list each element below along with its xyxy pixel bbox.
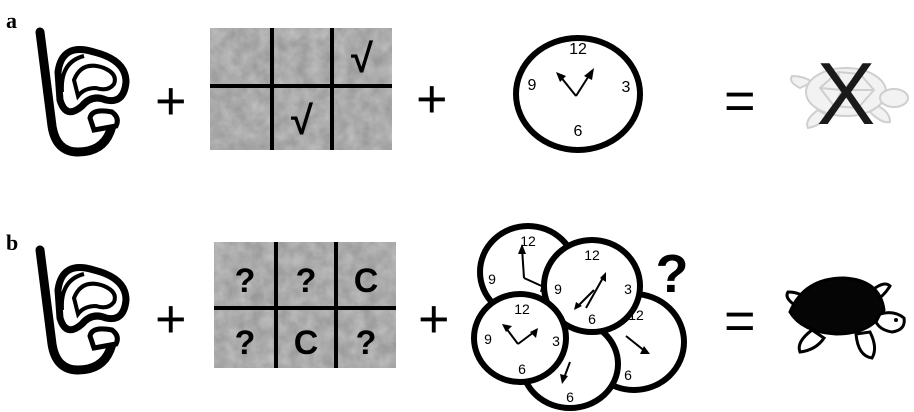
- cross-mark: X: [817, 44, 876, 143]
- question-mark: ?: [356, 324, 377, 362]
- check-mark: √: [351, 37, 374, 81]
- plus-operator: +: [416, 69, 448, 129]
- clock-number: 3: [624, 281, 632, 297]
- turtle-eye: [894, 318, 898, 322]
- panel-b: b + ? ? C ? C ? + 12 9: [0, 200, 914, 412]
- clock-number: 6: [566, 389, 574, 405]
- plus-operator: +: [155, 289, 187, 349]
- grid-texture: [210, 28, 392, 150]
- texture-grid: ? ? C ? C ?: [214, 242, 396, 368]
- plus-operator: +: [418, 289, 450, 349]
- clock-stack: 12 9 12 6 6 12 3 6 9: [471, 223, 689, 411]
- question-mark: ?: [656, 244, 689, 304]
- grid-texture: [214, 242, 396, 368]
- clock-number: 3: [552, 333, 560, 349]
- check-mark: √: [291, 99, 314, 143]
- c-mark: C: [354, 262, 379, 300]
- equals-operator: =: [724, 291, 756, 351]
- clock-number: 9: [554, 281, 562, 297]
- clock-number: 12: [514, 301, 530, 317]
- snorkel-mask-icon: [35, 245, 130, 375]
- turtle-icon-crossed: X: [790, 44, 909, 143]
- clock-icon: 12 3 6 9: [513, 35, 643, 153]
- clock-number: 6: [574, 123, 583, 140]
- hand-arrowhead: [584, 68, 594, 80]
- clock-number: 9: [484, 331, 492, 347]
- panel-label: a: [6, 8, 17, 33]
- clock-number: 9: [528, 77, 537, 94]
- clock-number: 6: [518, 361, 526, 377]
- hour-hand: [559, 75, 577, 97]
- clock-number: 9: [488, 271, 496, 287]
- clock-number: 3: [622, 79, 631, 96]
- hand-arrowhead: [556, 72, 566, 82]
- panel-a: a + √ √ + 12 3 6 9: [0, 0, 914, 200]
- question-mark: ?: [296, 262, 317, 300]
- plus-operator: +: [155, 71, 187, 131]
- clock-icon: 12 3 6 9: [541, 237, 643, 335]
- turtle-flipper: [854, 330, 877, 360]
- turtle-icon: [785, 276, 906, 360]
- clock-number: 12: [520, 233, 536, 249]
- turtle-flipper: [797, 328, 827, 354]
- clock-icon: 12 3 6 9: [471, 291, 569, 385]
- snorkel-mask-icon: [35, 27, 130, 157]
- clock-number: 6: [624, 367, 632, 383]
- turtle-head: [874, 311, 906, 334]
- clock-number: 12: [569, 41, 587, 58]
- equals-operator: =: [724, 71, 756, 131]
- clock-number: 6: [588, 311, 596, 327]
- question-mark: ?: [235, 324, 256, 362]
- clock-number: 12: [584, 247, 600, 263]
- turtle-shell: [788, 276, 886, 336]
- texture-grid: √ √: [210, 28, 392, 150]
- panel-label: b: [6, 230, 19, 255]
- faded-turtle: [790, 67, 909, 130]
- c-mark: C: [294, 324, 319, 362]
- question-mark: ?: [235, 262, 256, 300]
